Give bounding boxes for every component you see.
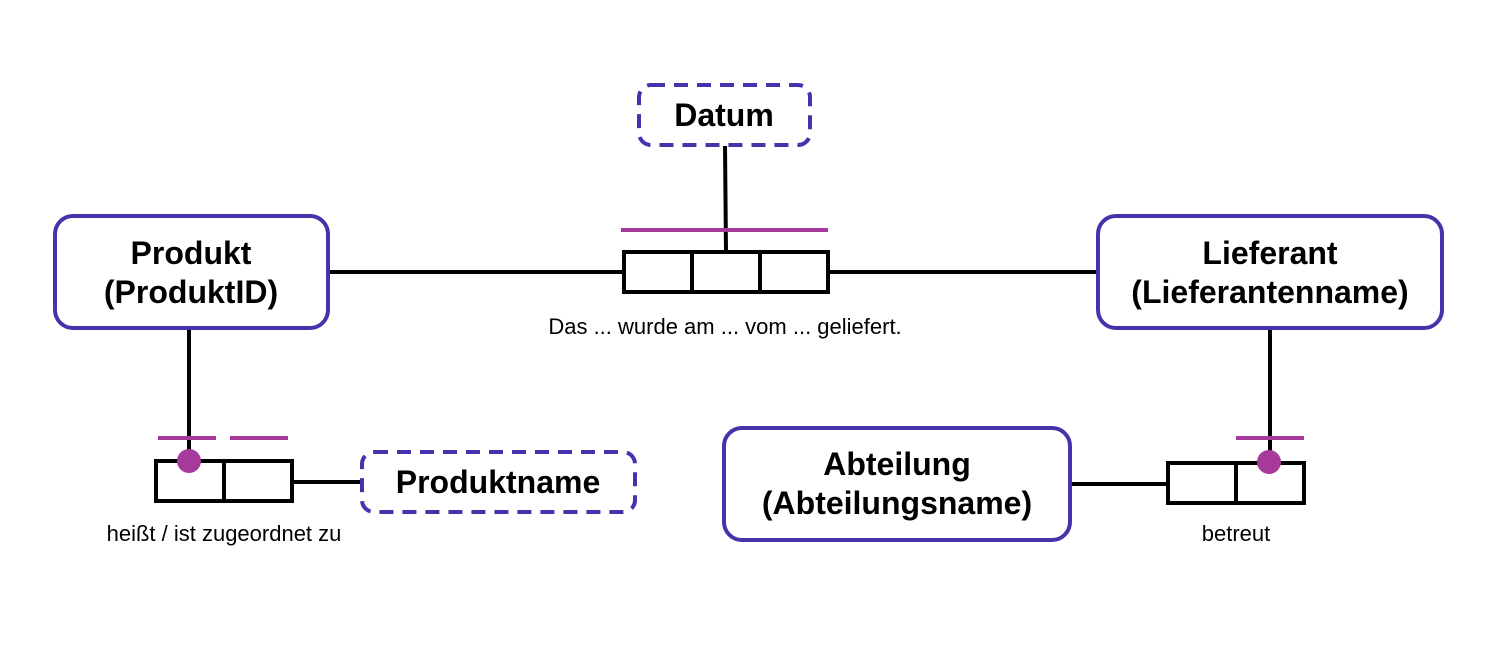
value-types [360, 83, 812, 514]
entity-produkt-name: Produkt [131, 235, 252, 271]
entity-abteilung-name: Abteilung [823, 446, 971, 482]
mandatory-constraints [177, 449, 1281, 474]
fact-lieferung-role-2 [690, 250, 762, 294]
fact-lieferung-role-1 [622, 250, 694, 294]
entity-abteilung-box [722, 426, 1072, 542]
entity-lieferant-ref: (Lieferantenname) [1131, 274, 1408, 310]
fact-heisst-role-2 [222, 459, 294, 503]
mandatory-dot-produkt [177, 449, 201, 473]
fact-lieferung-role-3 [758, 250, 830, 294]
value-datum-label: Datum [674, 97, 774, 133]
entity-produkt-ref: (ProduktID) [104, 274, 278, 310]
fact-betreut-reading: betreut [1202, 521, 1271, 546]
value-produktname-label: Produktname [396, 464, 600, 500]
fact-betreut-role-1 [1166, 461, 1238, 505]
value-produktname-box [360, 450, 637, 514]
fact-heisst-reading: heißt / ist zugeordnet zu [107, 521, 342, 546]
connector-datum-lieferung [723, 145, 728, 253]
uniqueness-constraints [158, 228, 1304, 440]
fact-lieferung-reading: Das ... wurde am ... vom ... geliefert. [548, 314, 901, 339]
entity-lieferant-name: Lieferant [1202, 235, 1337, 271]
entity-abteilung-ref: (Abteilungsname) [762, 485, 1032, 521]
value-datum-box [637, 83, 812, 147]
entity-lieferant-box [1096, 214, 1444, 330]
mandatory-dot-lieferant [1257, 450, 1281, 474]
entity-types [53, 214, 1444, 542]
entity-produkt-box [53, 214, 330, 330]
fact-types [154, 250, 1306, 505]
connectors [187, 145, 1272, 486]
labels: Produkt (ProduktID) Lieferant (Lieferant… [104, 97, 1409, 546]
